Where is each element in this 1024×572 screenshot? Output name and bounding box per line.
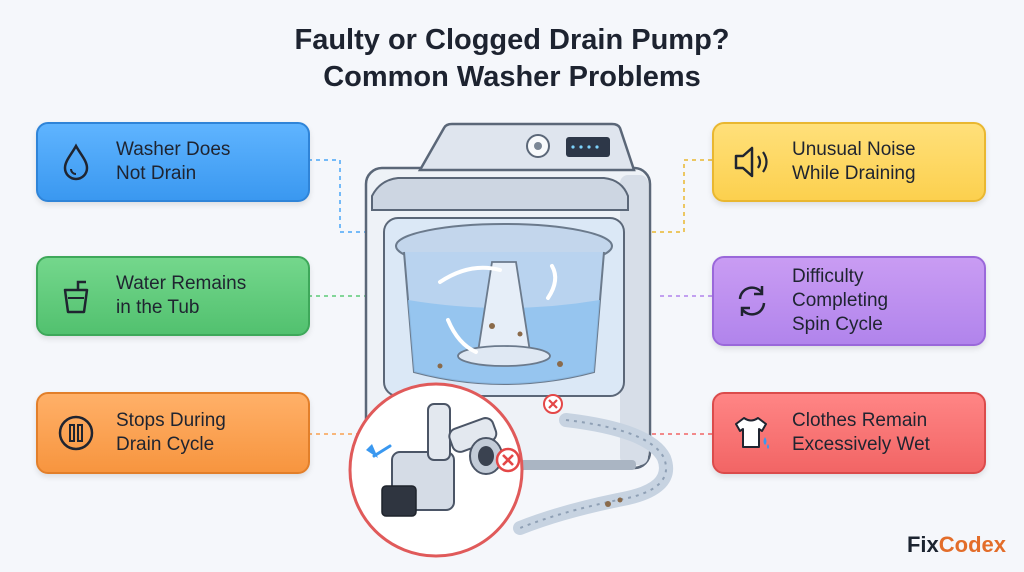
drain-pump-zoom xyxy=(348,382,524,558)
drain-hose-ribs xyxy=(519,419,667,529)
connector-lines xyxy=(308,159,712,435)
card-washer-does-not-drain: Washer Does Not Drain xyxy=(36,122,310,202)
card-stops-during-drain-cycle: Stops During Drain Cycle xyxy=(36,392,310,474)
card-unusual-noise: Unusual Noise While Draining xyxy=(712,122,986,202)
brand-logo: FixCodex xyxy=(906,532,1006,557)
speaker-icon xyxy=(732,142,772,182)
page-title: Faulty or Clogged Drain Pump? Common Was… xyxy=(0,22,1024,96)
connector-blue xyxy=(308,159,368,233)
wet-shirt-icon xyxy=(732,413,772,453)
card-water-remains-in-tub: Water Remains in the Tub xyxy=(36,256,310,336)
water-drop-icon xyxy=(56,142,96,182)
card-label: Water Remains in the Tub xyxy=(116,273,247,318)
water-cup-icon xyxy=(56,276,96,316)
card-label: Difficulty Completing Spin Cycle xyxy=(792,266,889,335)
card-label: Clothes Remain Excessively Wet xyxy=(792,410,930,455)
card-label: Stops During Drain Cycle xyxy=(116,410,226,455)
card-label: Washer Does Not Drain xyxy=(116,139,231,184)
connector-yellow xyxy=(652,159,712,233)
pause-icon xyxy=(56,413,96,453)
card-clothes-remain-wet: Clothes Remain Excessively Wet xyxy=(712,392,986,474)
card-label: Unusual Noise While Draining xyxy=(792,139,916,184)
title-line-2: Common Washer Problems xyxy=(323,61,701,93)
card-difficulty-spin-cycle: Difficulty Completing Spin Cycle xyxy=(712,256,986,346)
clog-marker-pump xyxy=(495,447,521,473)
cycle-arrows-icon xyxy=(732,281,772,321)
clog-marker-small xyxy=(543,394,563,414)
title-line-1: Faulty or Clogged Drain Pump? xyxy=(294,24,730,56)
